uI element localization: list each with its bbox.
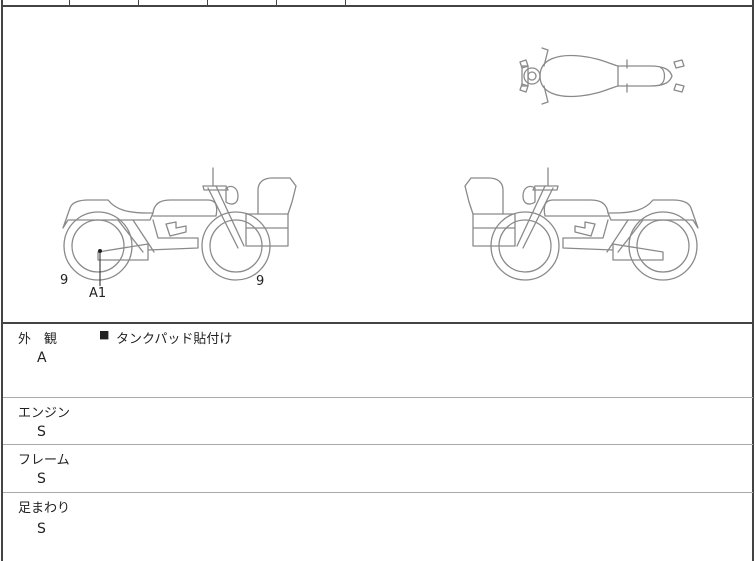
suspension-grade: S: [37, 521, 46, 537]
exterior-note: タンクパッド貼付け: [116, 332, 233, 347]
column-divider: [276, 0, 277, 6]
damage-marker-front-wheel: 9: [256, 274, 265, 289]
column-divider: [138, 0, 139, 6]
column-divider: [69, 0, 70, 6]
frame-right-border: [752, 0, 754, 561]
divider: [1, 322, 754, 324]
damage-marker-rear-wheel: 9: [60, 273, 69, 288]
section-title-suspension: 足まわり: [18, 501, 71, 516]
divider: [3, 397, 753, 398]
divider: [3, 444, 753, 445]
marker-leader-line: [98, 249, 102, 286]
top-table-row: [0, 0, 755, 6]
divider: [3, 492, 753, 493]
frame-grade: S: [37, 471, 46, 487]
engine-grade: S: [37, 424, 46, 440]
motorcycle-top-view-icon: [519, 47, 685, 105]
motorcycle-left-side-icon: [62, 167, 297, 281]
section-title-exterior: 外 観: [18, 332, 58, 347]
section-title-engine: エンジン: [18, 406, 71, 421]
motorcycle-right-side-icon: [464, 167, 699, 281]
exterior-grade: A: [37, 350, 47, 366]
square-bullet-icon: ■: [99, 328, 110, 341]
divider: [1, 5, 754, 7]
frame-left-border: [1, 0, 3, 561]
column-divider: [345, 0, 346, 6]
section-title-frame: フレーム: [18, 453, 70, 468]
vehicle-condition-diagram: 9 A1 9: [3, 8, 752, 323]
damage-marker-exhaust: A1: [89, 286, 107, 301]
column-divider: [207, 0, 208, 6]
